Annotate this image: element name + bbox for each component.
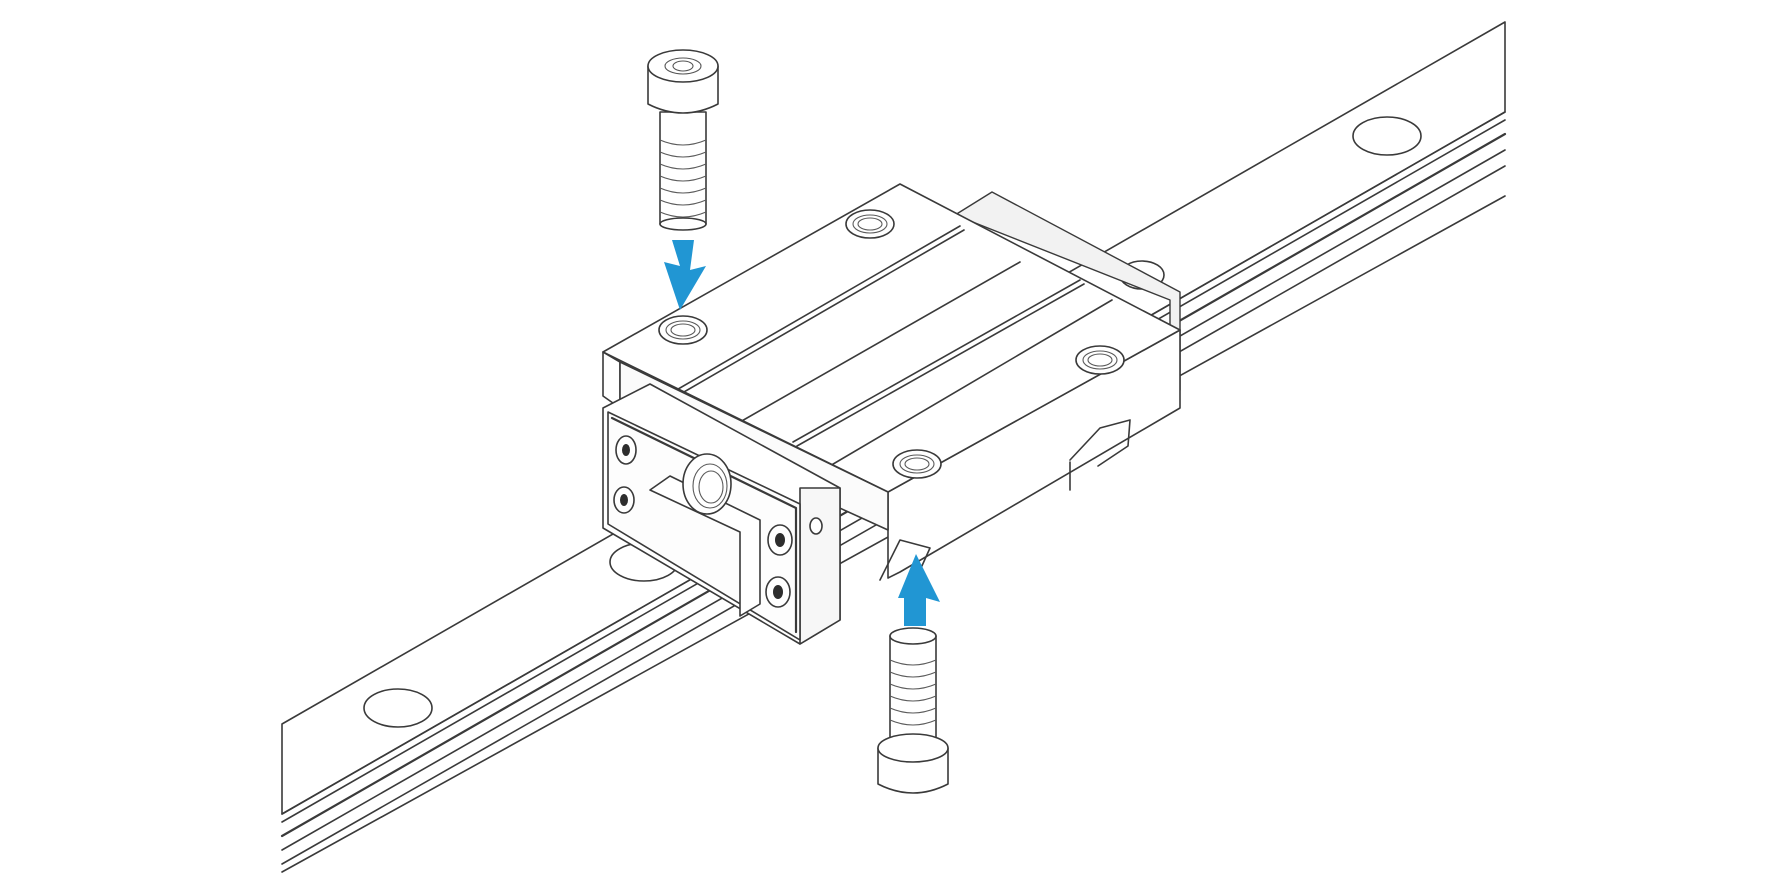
arrow-up-icon bbox=[898, 554, 940, 626]
top-hole bbox=[892, 449, 942, 479]
top-groove bbox=[796, 283, 1085, 447]
bolt-head-top bbox=[877, 733, 949, 763]
lubrication-port bbox=[682, 453, 732, 515]
end-plate-hole bbox=[615, 435, 637, 465]
top-groove bbox=[792, 279, 1081, 443]
bolt-tip bbox=[659, 217, 707, 231]
rail-hole bbox=[1352, 116, 1422, 156]
end-plate-hole bbox=[613, 486, 635, 514]
top-groove bbox=[732, 261, 1021, 427]
top-groove bbox=[822, 299, 1113, 471]
bolt-head-top bbox=[647, 49, 719, 83]
socket-head-cap-screw-bottom bbox=[877, 627, 949, 794]
top-groove bbox=[672, 225, 961, 393]
carriage-block bbox=[602, 183, 1181, 645]
top-hole bbox=[1075, 345, 1125, 375]
bolt-thread bbox=[659, 139, 707, 218]
end-plate-side bbox=[799, 487, 841, 645]
socket-head-cap-screw-top bbox=[647, 49, 719, 231]
bolt-shank bbox=[659, 111, 707, 225]
hex-socket-inner bbox=[672, 60, 694, 72]
rail-cutout bbox=[649, 475, 761, 617]
top-hole bbox=[845, 209, 895, 239]
side-recess bbox=[1069, 419, 1131, 467]
side-plug bbox=[809, 517, 823, 535]
rail-hole bbox=[363, 688, 433, 728]
top-groove bbox=[676, 229, 965, 397]
arrow-down-icon bbox=[664, 240, 706, 310]
end-plate-hole bbox=[765, 576, 791, 608]
end-plate-hole bbox=[767, 524, 793, 556]
hex-socket bbox=[664, 57, 702, 75]
top-hole bbox=[658, 315, 708, 345]
bolt-tip bbox=[889, 627, 937, 645]
bolt-thread bbox=[889, 659, 937, 726]
bolt-shank bbox=[889, 635, 937, 749]
block-lip bbox=[602, 351, 621, 409]
end-plate-frame bbox=[610, 416, 798, 634]
